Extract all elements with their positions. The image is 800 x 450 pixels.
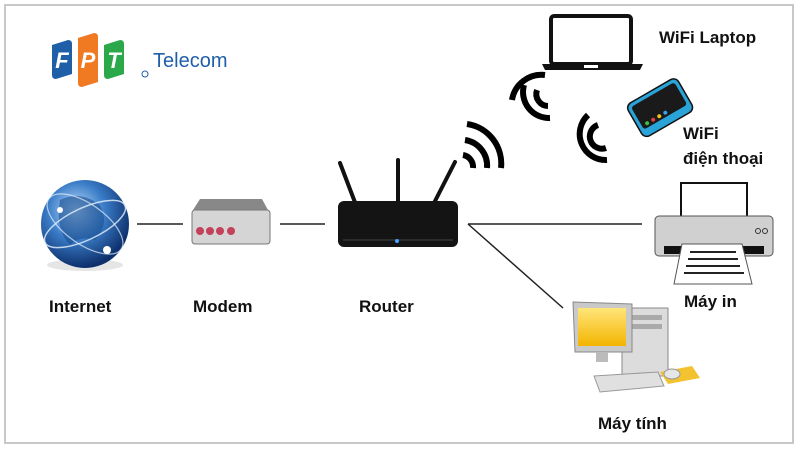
logo-p-block — [78, 33, 98, 87]
laptop-icon — [542, 14, 643, 70]
registered-mark-icon — [141, 70, 149, 78]
computer-icon — [572, 301, 700, 393]
router-icon — [338, 158, 458, 247]
brand-text: Telecom — [153, 50, 228, 72]
diagram-frame — [4, 4, 794, 444]
internet-label: Internet — [49, 297, 112, 316]
modem-label: Modem — [193, 297, 253, 316]
router-label: Router — [359, 297, 414, 316]
computer-label: Máy tính — [598, 414, 667, 433]
phone-label-line1: WiFi — [683, 124, 719, 143]
globe-icon — [41, 180, 129, 271]
printer-label: Máy in — [684, 292, 737, 311]
modem-icon — [191, 199, 271, 245]
wifi-signal-icon — [462, 121, 505, 169]
laptop-label: WiFi Laptop — [659, 28, 757, 47]
printer-icon — [654, 182, 774, 285]
logo-f-block — [52, 40, 72, 79]
logo-letter-t: T — [107, 48, 122, 73]
phone-icon — [626, 78, 694, 138]
edge-router-computer — [467, 223, 564, 309]
wifi-signal-icon — [509, 71, 551, 121]
fpt-logo: F P T — [52, 33, 149, 87]
logo-letter-p: P — [81, 48, 96, 73]
wifi-signal-icon — [576, 112, 608, 164]
phone-label-line2: điện thoại — [683, 149, 764, 168]
logo-t-block — [104, 40, 124, 79]
logo-letter-f: F — [55, 48, 69, 73]
